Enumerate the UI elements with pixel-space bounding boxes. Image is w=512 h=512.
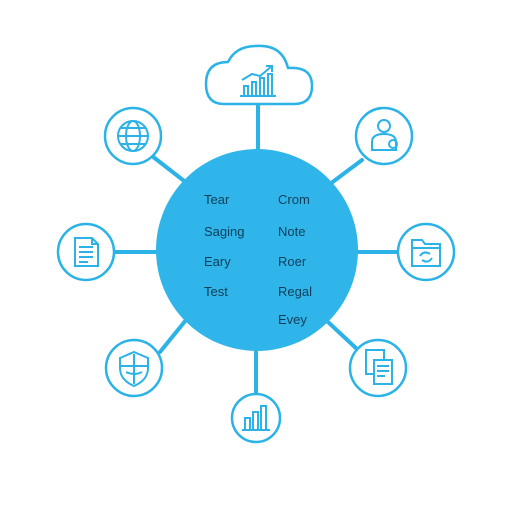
node-bottom[interactable] xyxy=(230,392,282,444)
node-top-left[interactable] xyxy=(103,106,163,166)
hub-right-column: Crom Note Roer Regal Evey xyxy=(278,192,312,327)
globe-icon xyxy=(117,120,149,152)
connector-top-left xyxy=(150,154,190,186)
hub-label: Crom xyxy=(278,192,310,207)
hub-left-column: Tear Saging Eary Test xyxy=(204,192,244,299)
shield-icon xyxy=(119,350,149,388)
document-icon xyxy=(74,237,99,267)
hub-label: Eary xyxy=(204,254,231,269)
documents-icon xyxy=(365,349,393,385)
hub-label: Evey xyxy=(278,312,307,327)
hub-circle xyxy=(156,149,358,351)
node-right[interactable] xyxy=(396,222,456,282)
hub-label: Tear xyxy=(204,192,230,207)
node-top-right[interactable] xyxy=(354,106,414,166)
hub-label: Note xyxy=(278,224,305,239)
connectors xyxy=(114,104,400,396)
cloud-chart xyxy=(240,65,276,97)
hub-label: Test xyxy=(204,284,228,299)
hub-label: Regal xyxy=(278,284,312,299)
connector-top-right xyxy=(328,158,364,186)
bar-chart-icon xyxy=(242,405,270,431)
connector-bottom-left xyxy=(158,318,188,354)
node-bottom-right[interactable] xyxy=(348,338,408,398)
folder-sync-icon xyxy=(411,239,441,267)
hub-label: Saging xyxy=(204,224,244,239)
node-bottom-left[interactable] xyxy=(104,338,164,398)
hub-label: Roer xyxy=(278,254,307,269)
node-top[interactable] xyxy=(204,44,314,106)
connector-bottom-right xyxy=(326,320,360,352)
node-left[interactable] xyxy=(56,222,116,282)
user-profile-icon xyxy=(371,119,398,151)
